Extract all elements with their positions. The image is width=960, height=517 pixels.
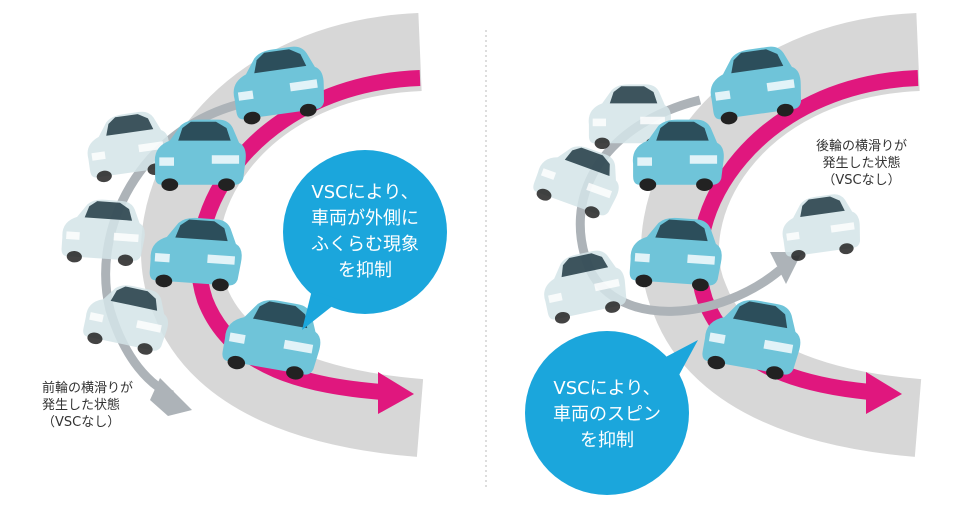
right-note-line-2: 発生した状態 (822, 156, 901, 171)
left-bubble-text: VSCにより、 車両が外側に ふくらむ現象 を抑制 (298, 180, 432, 284)
car-icon (60, 196, 148, 268)
left-bubble-tail (302, 290, 340, 330)
left-path-arrowhead (378, 372, 414, 414)
right-bubble (525, 331, 689, 495)
right-path-arrowhead (866, 372, 902, 414)
right-note: 後輪の横滑りが 発生した状態 （VSCなし） (816, 138, 907, 189)
right-bubble-tail (660, 340, 698, 388)
left-skid-arrowhead (150, 378, 192, 416)
right-note-line-1: 後輪の横滑りが (816, 139, 908, 154)
car-icon (154, 119, 246, 191)
left-bubble-line-3: ふくらむ現象 (311, 234, 419, 255)
right-bubble-text: VSCにより、 車両のスピン を抑制 (540, 376, 674, 454)
left-note-line-1: 前輪の横滑りが (42, 381, 134, 396)
left-bubble-line-1: VSCにより、 (311, 182, 419, 203)
right-note-line-3: （VSCなし） (822, 173, 901, 188)
car-icon (537, 245, 631, 327)
right-bubble-line-2: 車両のスピン (553, 404, 661, 425)
left-bubble-line-2: 車両が外側に (311, 208, 419, 229)
right-bubble-line-3: を抑制 (580, 430, 634, 451)
left-bubble (283, 150, 447, 314)
car-icon (777, 191, 864, 263)
left-note-line-2: 発生した状態 (42, 398, 121, 413)
right-bubble-line-1: VSCにより、 (553, 378, 661, 399)
left-bubble-line-4: を抑制 (338, 260, 392, 281)
left-note-line-3: （VSCなし） (42, 415, 121, 430)
left-note: 前輪の横滑りが 発生した状態 （VSCなし） (42, 380, 133, 431)
